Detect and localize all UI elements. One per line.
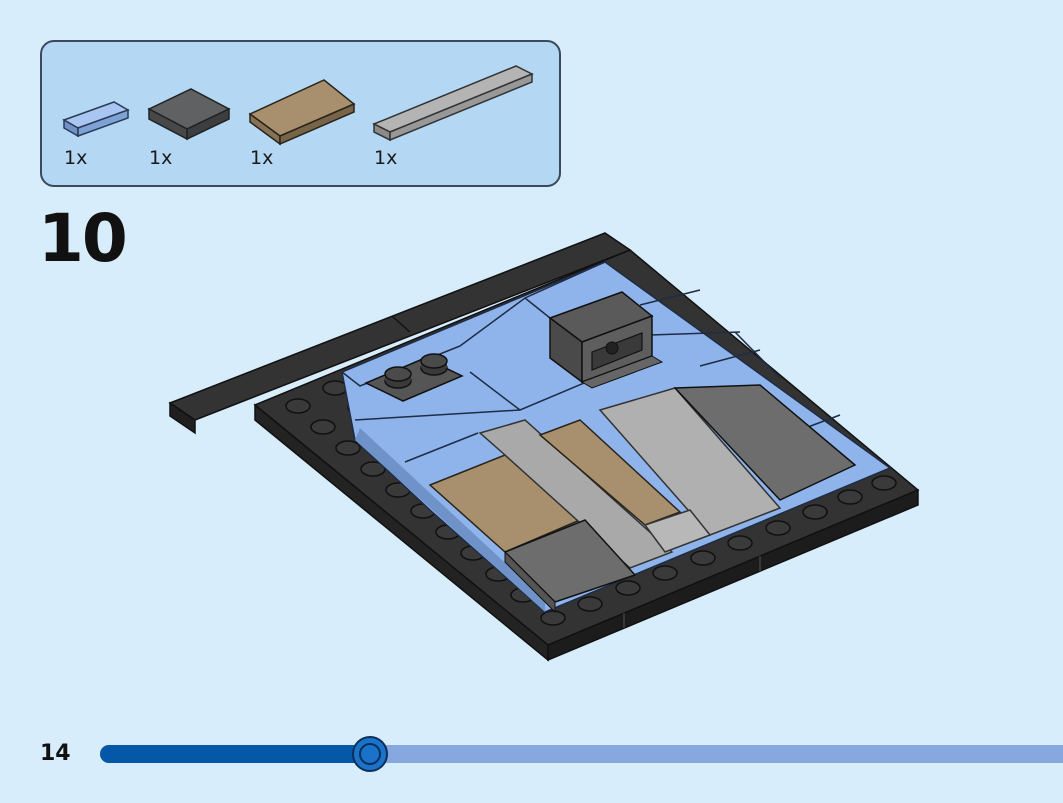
progress-knob[interactable] — [351, 736, 388, 772]
progress-bar[interactable] — [100, 736, 1063, 772]
baseplate-studs — [285, 380, 897, 626]
part-quantity: 1x — [149, 147, 173, 169]
progress-fill — [100, 745, 370, 763]
tile-2x2-dark-gray-icon — [147, 88, 231, 141]
page-number: 14 — [40, 741, 71, 766]
model-illustration — [168, 232, 920, 662]
tile-1x6-light-gray-icon — [372, 65, 534, 142]
parts-list-box: 1x 1x 1x 1x — [40, 40, 561, 187]
part-quantity: 1x — [250, 147, 274, 169]
tile-1x2-blue-icon — [62, 101, 130, 138]
part-quantity: 1x — [64, 147, 88, 169]
step-number: 10 — [38, 200, 128, 277]
tile-2x4-tan-icon — [248, 79, 356, 146]
part-quantity: 1x — [374, 147, 398, 169]
